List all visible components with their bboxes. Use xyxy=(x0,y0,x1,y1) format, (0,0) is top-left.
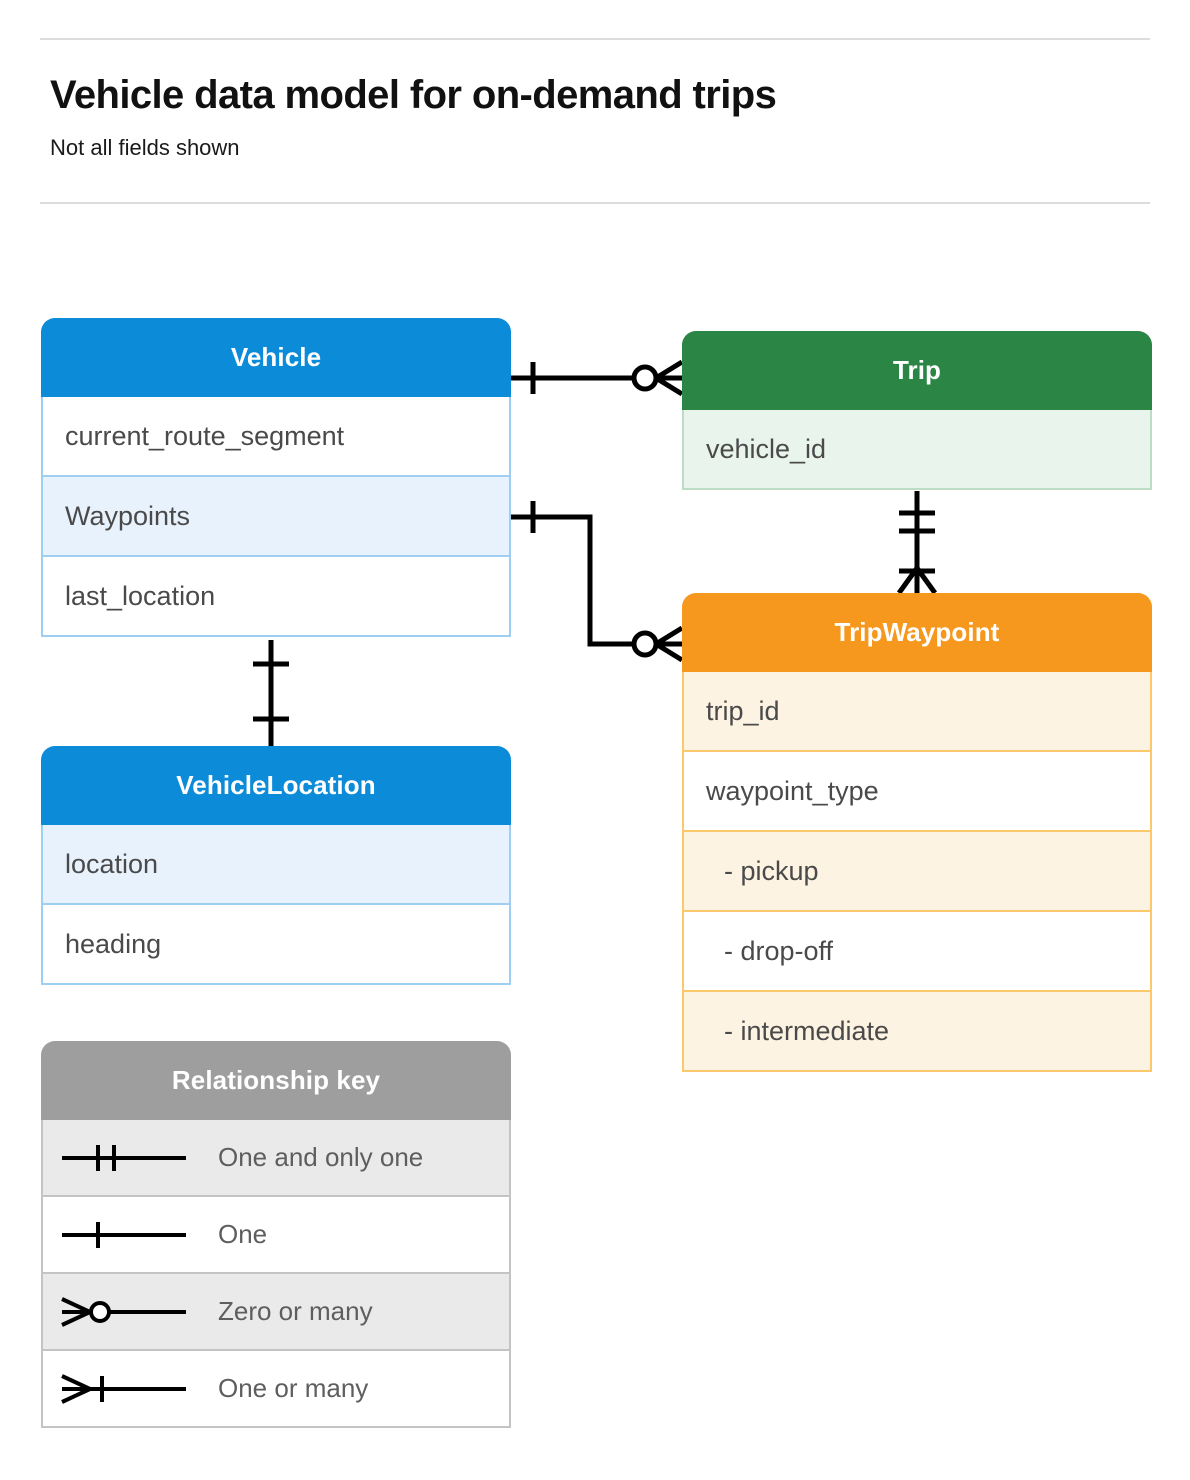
zero-or-many-icon xyxy=(43,1292,218,1332)
legend-item-one-or-many: One or many xyxy=(41,1351,511,1428)
entity-vehiclelocation-field-location: location xyxy=(41,825,511,905)
legend-item-one: One xyxy=(41,1197,511,1274)
one-and-only-one-icon xyxy=(43,1138,218,1178)
entity-vehiclelocation[interactable]: VehicleLocation location heading xyxy=(41,746,511,985)
legend-label-one-or-many: One or many xyxy=(218,1373,369,1403)
entity-vehicle[interactable]: Vehicle current_route_segment Waypoints … xyxy=(41,318,511,637)
connector-trip-tripwaypoint xyxy=(896,491,938,595)
legend-label-one-and-only-one: One and only one xyxy=(218,1142,424,1172)
legend-label-one: One xyxy=(218,1219,268,1249)
entity-tripwaypoint-field-trip-id: trip_id xyxy=(682,672,1152,752)
entity-trip[interactable]: Trip vehicle_id xyxy=(682,331,1152,490)
relationship-key-legend: Relationship key One and only one One xyxy=(41,1041,511,1428)
entity-trip-header: Trip xyxy=(682,331,1152,410)
entity-vehiclelocation-header: VehicleLocation xyxy=(41,746,511,825)
entity-vehicle-field-last-location: last_location xyxy=(41,557,511,637)
entity-tripwaypoint[interactable]: TripWaypoint trip_id waypoint_type - pic… xyxy=(682,593,1152,1072)
entity-tripwaypoint-field-waypoint-type: waypoint_type xyxy=(682,752,1152,832)
entity-tripwaypoint-header: TripWaypoint xyxy=(682,593,1152,672)
page-title: Vehicle data model for on-demand trips xyxy=(50,73,777,117)
legend-item-zero-or-many: Zero or many xyxy=(41,1274,511,1351)
legend-header: Relationship key xyxy=(41,1041,511,1120)
entity-vehicle-field-current-route-segment: current_route_segment xyxy=(41,397,511,477)
entity-tripwaypoint-value-pickup: - pickup xyxy=(682,832,1152,912)
legend-label-zero-or-many: Zero or many xyxy=(218,1296,373,1326)
connector-vehicle-trip xyxy=(511,359,684,397)
connector-vehicle-vehiclelocation xyxy=(253,640,289,746)
top-divider xyxy=(40,38,1150,40)
connector-waypoints-tripwaypoint xyxy=(511,501,684,663)
entity-vehiclelocation-field-heading: heading xyxy=(41,905,511,985)
entity-tripwaypoint-value-drop-off: - drop-off xyxy=(682,912,1152,992)
entity-tripwaypoint-value-intermediate: - intermediate xyxy=(682,992,1152,1072)
entity-trip-field-vehicle-id: vehicle_id xyxy=(682,410,1152,490)
page-subtitle: Not all fields shown xyxy=(50,135,240,160)
header-divider xyxy=(40,202,1150,204)
one-or-many-icon xyxy=(43,1369,218,1409)
entity-vehicle-header: Vehicle xyxy=(41,318,511,397)
one-icon xyxy=(43,1215,218,1255)
legend-item-one-and-only-one: One and only one xyxy=(41,1120,511,1197)
entity-vehicle-field-waypoints: Waypoints xyxy=(41,477,511,557)
